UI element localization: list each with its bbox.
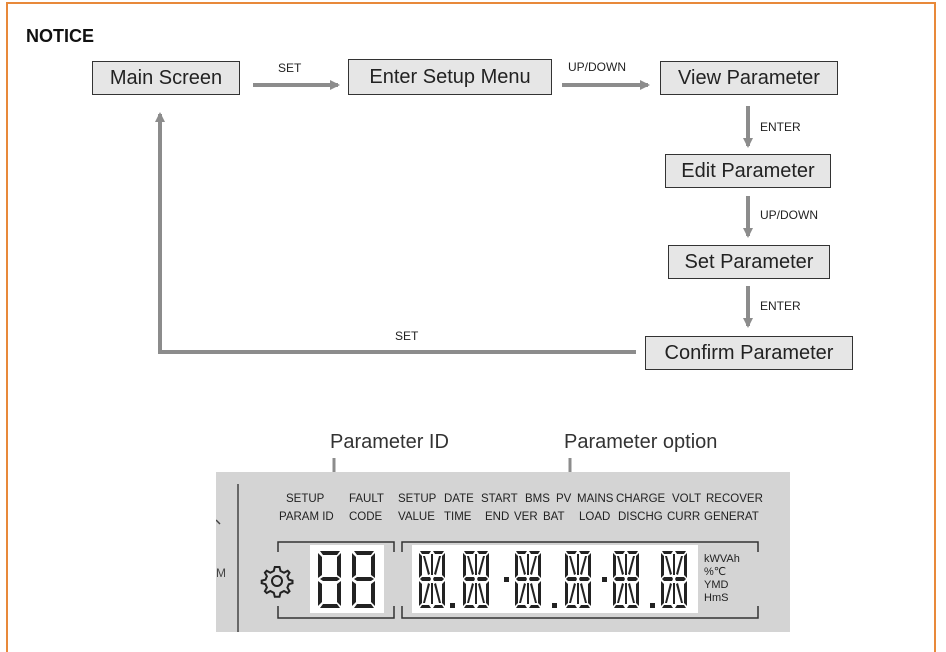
param-option-display — [412, 545, 698, 613]
lcd-label-time: TIME — [444, 511, 472, 523]
edge-label-updown: UP/DOWN — [568, 60, 626, 74]
lcd-label-code: CODE — [349, 511, 383, 523]
param-id-display — [310, 545, 384, 613]
lcd-label-setup-2: SETUP — [398, 493, 437, 505]
lcd-label-bat: BAT — [543, 511, 565, 523]
confirm-param-box: Confirm Parameter — [645, 336, 853, 370]
edge-label-enter: ENTER — [760, 120, 801, 134]
lcd-label-dischg: DISCHG — [618, 511, 663, 523]
gear-icon — [260, 566, 294, 598]
main-screen-box: Main Screen — [92, 61, 240, 95]
callout-param-option: Parameter option — [564, 431, 718, 453]
edge-label-set-back: SET — [395, 329, 419, 343]
param-id-digits — [318, 551, 375, 608]
lcd-label-date: DATE — [444, 493, 474, 505]
lcd-units: kWVAh %℃ YMD HmS — [704, 553, 740, 605]
lcd-label-bms: BMS — [525, 493, 550, 505]
lcd-label-pv: PV — [556, 493, 572, 505]
lcd-label-curr: CURR — [667, 511, 701, 523]
enter-setup-box: Enter Setup Menu — [348, 59, 552, 95]
unit-hms: HmS — [704, 592, 729, 604]
view-param-box: View Parameter — [660, 61, 838, 95]
lcd-label-recover: RECOVER — [706, 493, 763, 505]
unit-percent-celsius: %℃ — [704, 566, 727, 578]
lcd-label-generat: GENERAT — [704, 511, 759, 523]
set-param-box: Set Parameter — [668, 245, 830, 279]
lcd-label-fault: FAULT — [349, 493, 384, 505]
arrow-confirm-to-main — [155, 112, 636, 354]
lcd-label-param-id: PARAM ID — [279, 511, 334, 523]
lcd-label-mains: MAINS — [577, 493, 614, 505]
lcd-label-load: LOAD — [579, 511, 611, 523]
notice-frame — [6, 2, 936, 652]
lcd-label-value: VALUE — [398, 511, 435, 523]
lcd-left-edge-mark: M — [216, 566, 226, 580]
lcd-label-setup: SETUP — [286, 493, 325, 505]
unit-kwvah: kWVAh — [704, 553, 740, 565]
lcd-frame-lines — [216, 484, 759, 632]
lcd-label-ver: VER — [514, 511, 538, 523]
lcd-label-volt: VOLT — [672, 493, 702, 505]
edge-label-enter-2: ENTER — [760, 299, 801, 313]
lcd-label-start: START — [481, 493, 518, 505]
unit-ymd: YMD — [704, 579, 729, 591]
lcd-label-charge: CHARGE — [616, 493, 666, 505]
callout-param-id: Parameter ID — [330, 431, 449, 453]
lcd-label-end: END — [485, 511, 510, 523]
notice-title: NOTICE — [26, 26, 95, 46]
edge-label-updown-2: UP/DOWN — [760, 208, 818, 222]
edit-param-box: Edit Parameter — [665, 154, 831, 188]
param-option-digits — [419, 551, 687, 608]
edge-label-set: SET — [278, 61, 302, 75]
